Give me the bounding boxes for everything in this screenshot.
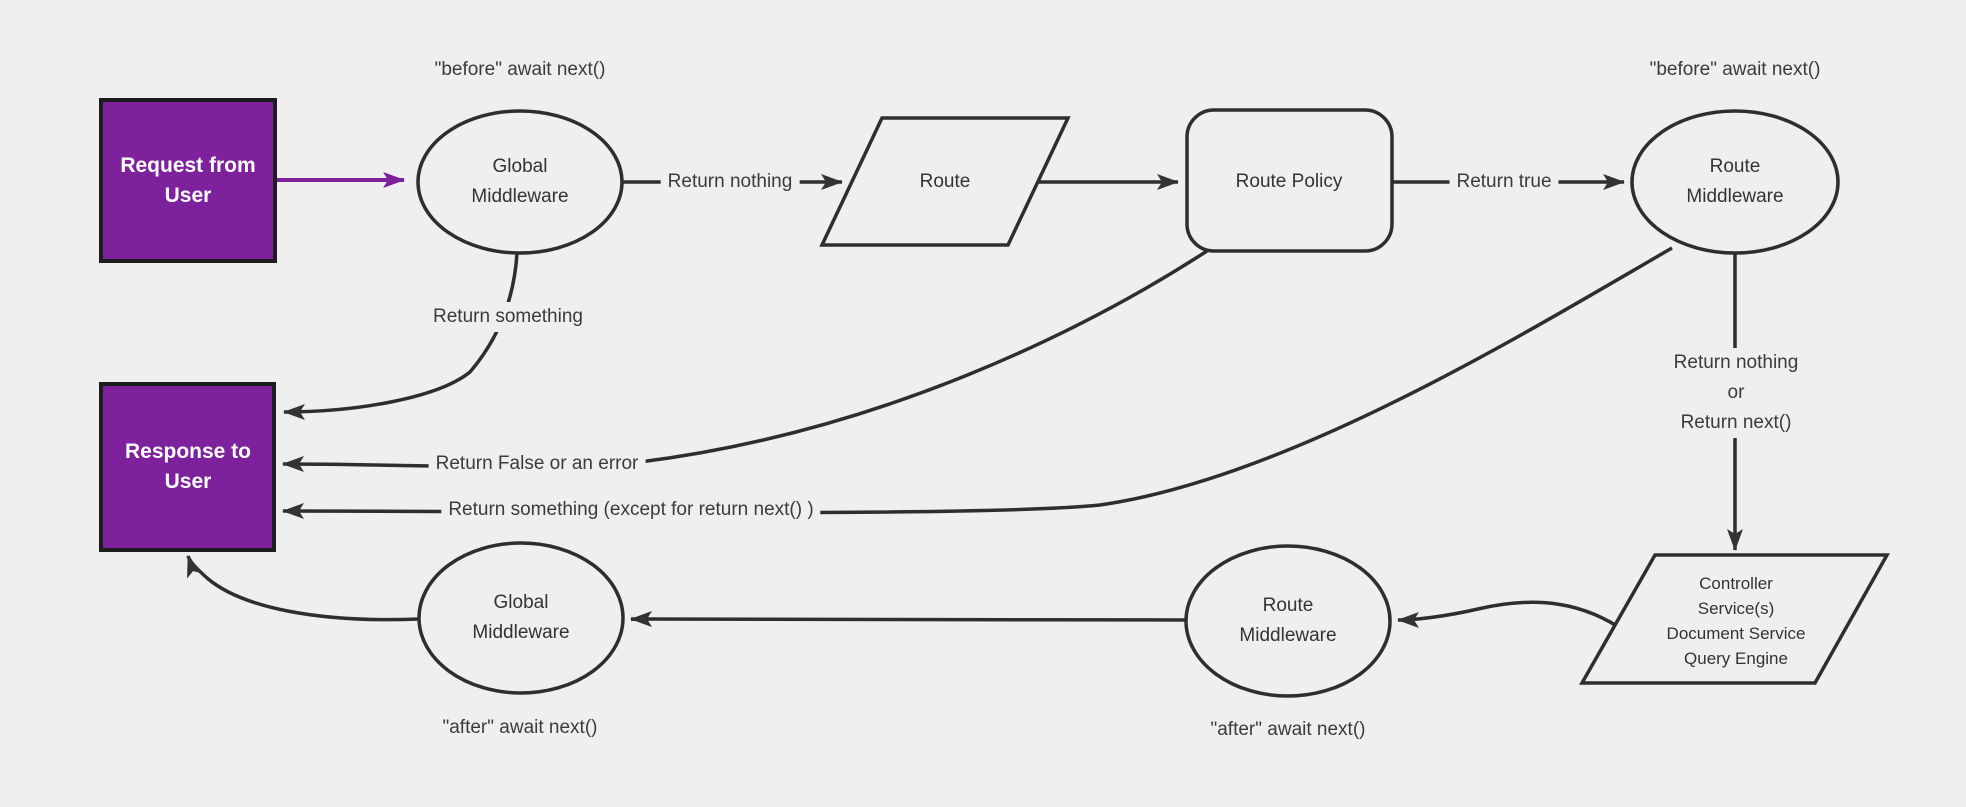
return-false-or-error-label: Return False or an error: [428, 449, 646, 479]
route-middleware-top-node: [1630, 109, 1840, 255]
before-await-next-global-label: "before" await next(): [434, 59, 606, 80]
global-middleware-bottom-label: Global Middleware: [472, 592, 570, 643]
return-something-label: Return something: [426, 302, 590, 332]
response-to-user-node: [99, 382, 276, 552]
route-policy-node: [1185, 108, 1394, 253]
edge-return-something-to-response: [283, 252, 519, 420]
global-middleware-top-label: Global Middleware: [471, 156, 569, 207]
after-await-next-route-label: "after" await next(): [1210, 719, 1366, 740]
before-await-next-route-label: "before" await next(): [1649, 59, 1821, 80]
route-policy-label: Route Policy: [1235, 171, 1343, 192]
edge-route-middleware-to-global-middleware-bottom: [630, 611, 1187, 628]
response-to-user-label: Response to User: [124, 440, 252, 493]
route-middleware-bottom-label: Route Middleware: [1239, 595, 1337, 646]
route-node: [819, 116, 1071, 247]
global-middleware-bottom-node: [417, 541, 625, 695]
controller-services-label: Controller Service(s) Document Service Q…: [1666, 574, 1806, 668]
edge-controller-to-route-middleware-bottom: [1397, 600, 1628, 634]
route-label: Route: [919, 171, 971, 192]
return-nothing-or-next-label: Return nothing or Return next(): [1666, 348, 1806, 438]
return-something-except-label: Return something (except for return next…: [441, 495, 821, 525]
return-true-label: Return true: [1449, 167, 1559, 197]
controller-services-node: [1578, 553, 1890, 685]
edge-return-false-to-response: [282, 249, 1208, 473]
return-nothing-label: Return nothing: [660, 167, 800, 197]
route-middleware-top-label: Route Middleware: [1686, 156, 1784, 207]
request-from-user-label: Request from User: [120, 154, 256, 207]
request-from-user-node: [99, 98, 277, 263]
edge-global-middleware-to-response: [186, 555, 420, 622]
route-middleware-bottom-node: [1184, 544, 1392, 698]
global-middleware-top-node: [416, 109, 624, 255]
after-await-next-global-label: "after" await next(): [442, 717, 598, 738]
